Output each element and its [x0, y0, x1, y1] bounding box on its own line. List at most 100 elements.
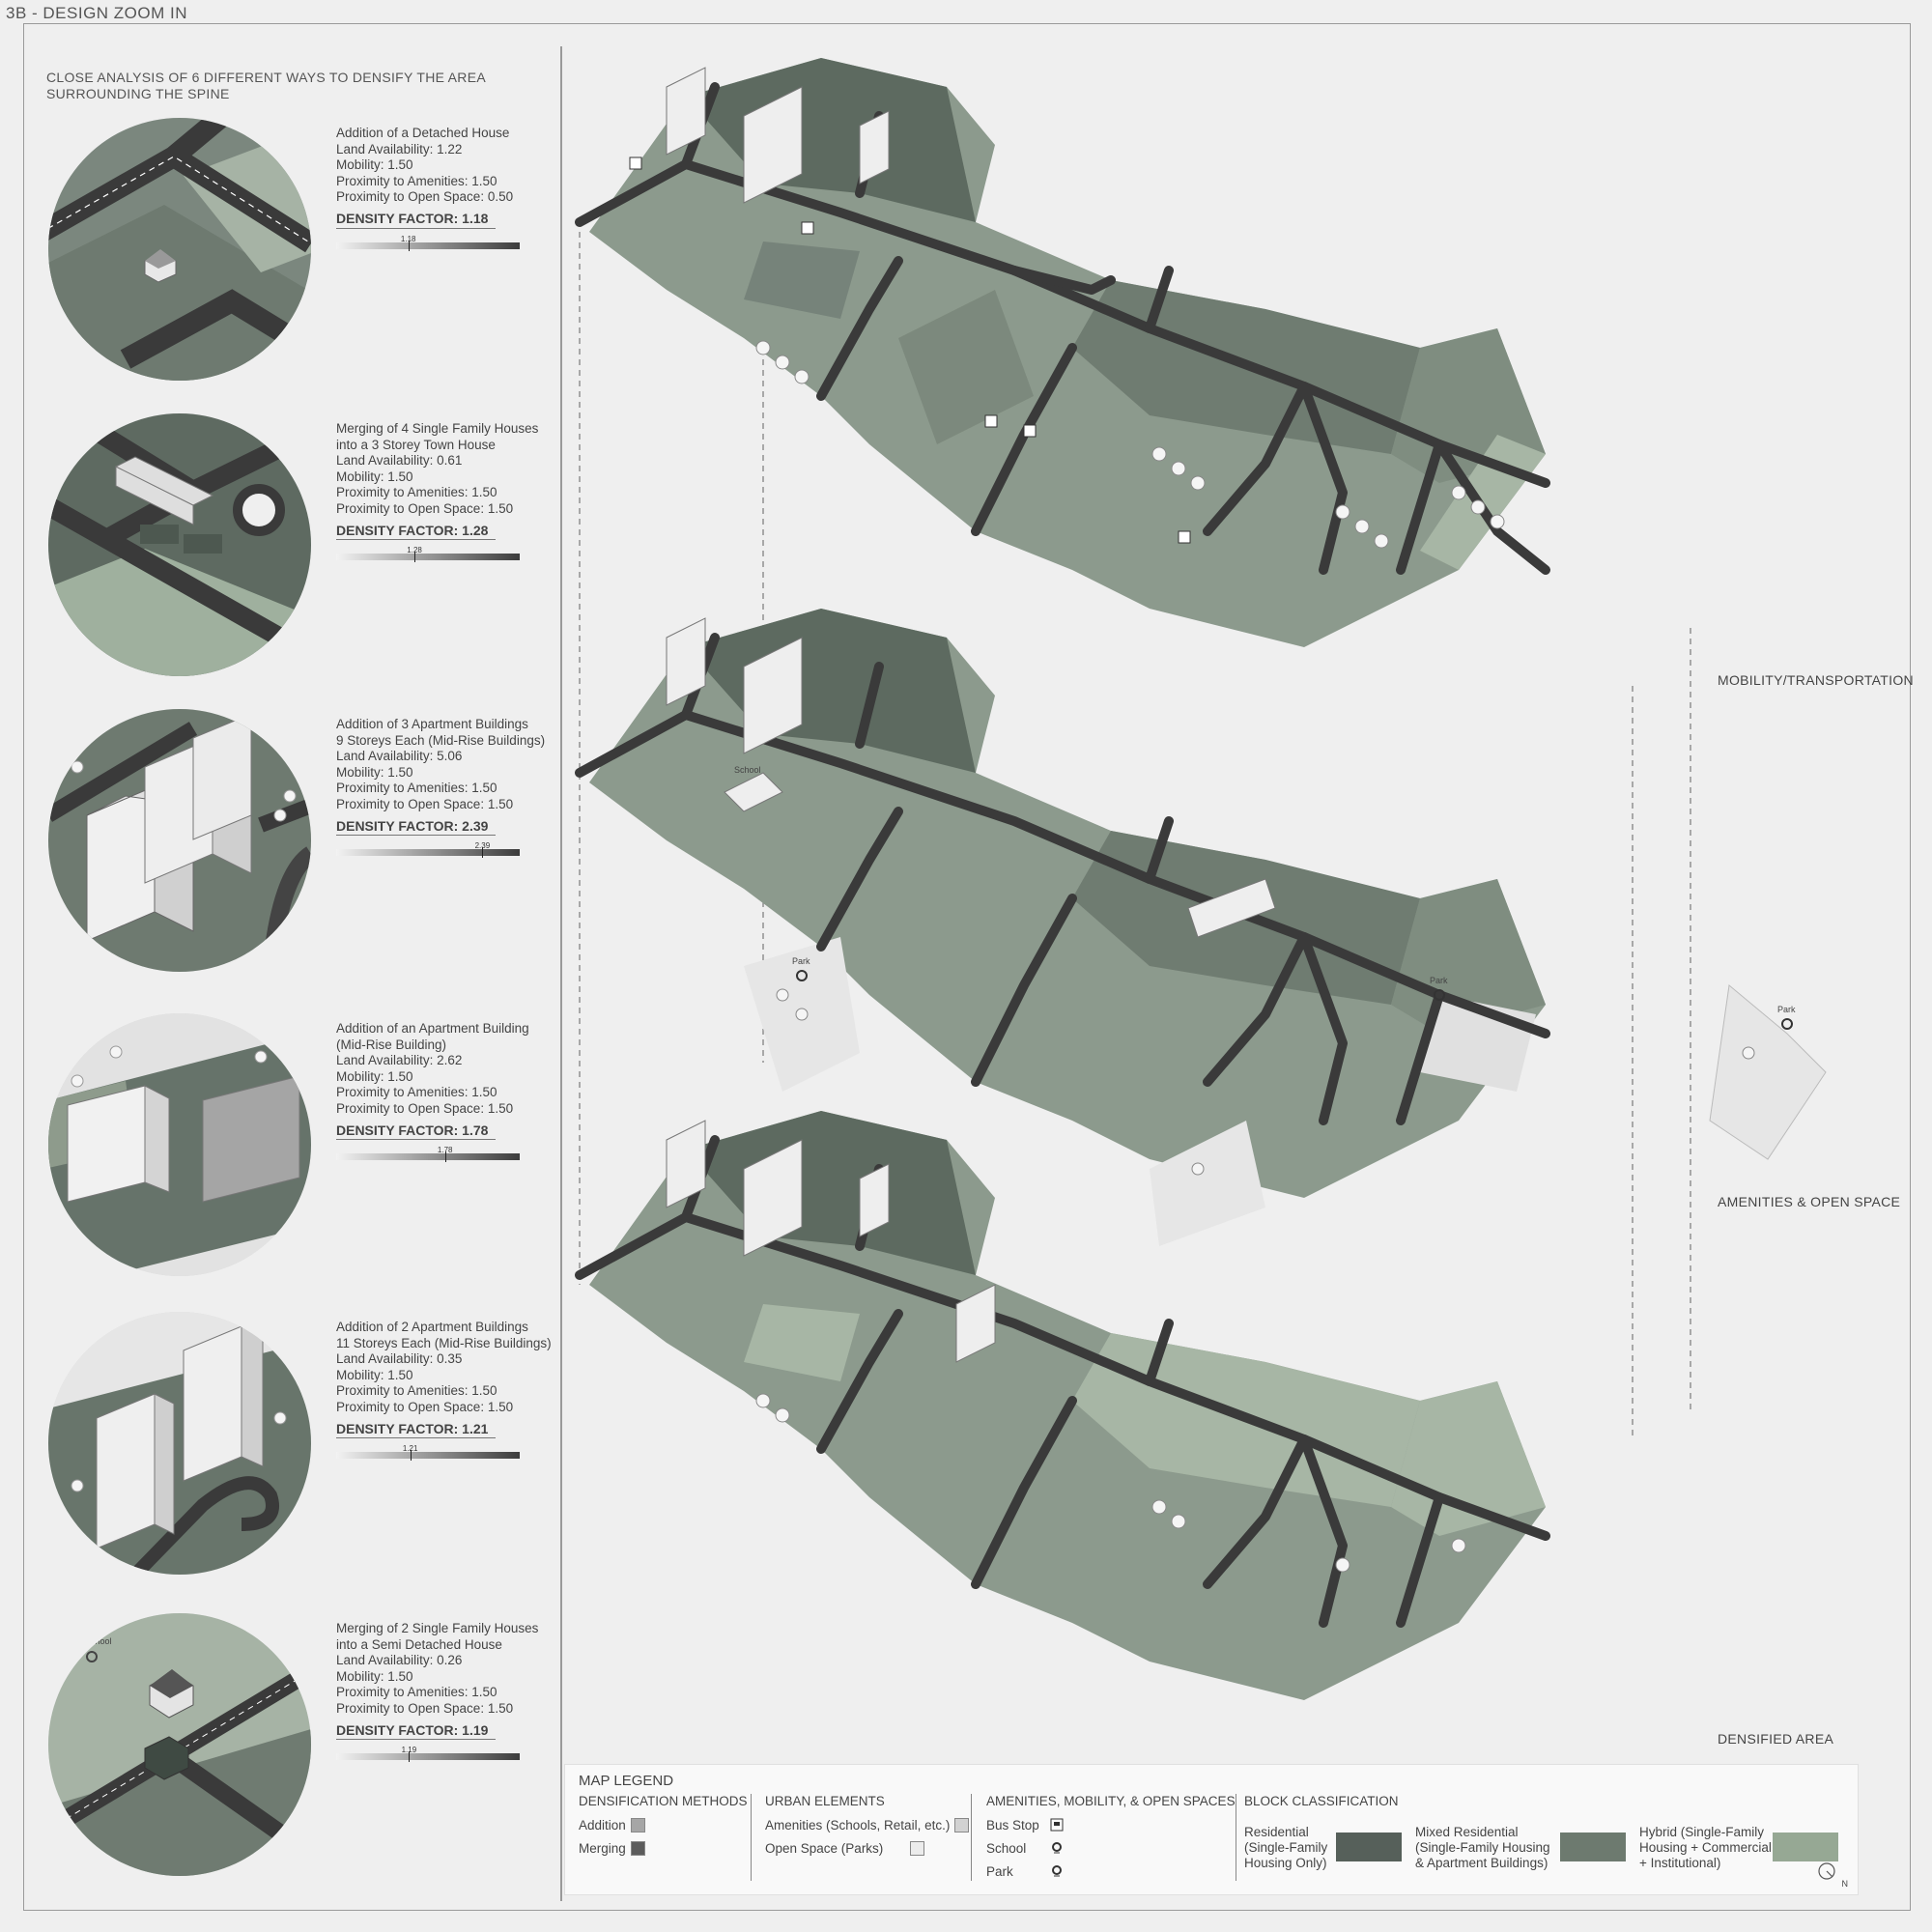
- mobility: Mobility: 1.50: [336, 157, 413, 173]
- method-title: 9 Storeys Each (Mid-Rise Buildings): [336, 732, 546, 748]
- legend-label: Mixed Residential: [1415, 1825, 1519, 1839]
- land-availability: Land Availability: 0.35: [336, 1351, 463, 1367]
- density-gauge: 2.39: [336, 839, 520, 859]
- intro-text: CLOSE ANALYSIS OF 6 DIFFERENT WAYS TO DE…: [46, 70, 486, 101]
- legend-hybrid: Hybrid (Single-Family Housing + Commerci…: [1639, 1825, 1772, 1871]
- mobility: Mobility: 1.50: [336, 1367, 413, 1382]
- legend-label: Addition: [579, 1817, 626, 1833]
- method-item-detached-house: Addition of a Detached House Land Availa…: [0, 118, 560, 398]
- mixed-swatch: [1560, 1833, 1626, 1861]
- method-title: Merging of 2 Single Family Houses: [336, 1621, 539, 1635]
- legend-header: AMENITIES, MOBILITY, & OPEN SPACES: [986, 1794, 1236, 1808]
- density-gauge: 1.28: [336, 544, 520, 563]
- tree-cluster: [755, 340, 1505, 549]
- density-gauge: 1.78: [336, 1144, 520, 1163]
- method-title: Addition of a Detached House: [336, 126, 510, 140]
- legend-header: DENSIFICATION METHODS: [579, 1794, 748, 1808]
- density-factor: DENSITY FACTOR: 2.39: [336, 818, 496, 837]
- method-illustration: [48, 1013, 311, 1276]
- legend-row-merging: Merging: [579, 1836, 748, 1860]
- layer-densified: [575, 1111, 1550, 1700]
- gauge-bar: [336, 242, 520, 249]
- gauge-tick: [410, 1450, 412, 1462]
- gauge-label: 1.78: [437, 1146, 453, 1155]
- legend-block: BLOCK CLASSIFICATION: [1244, 1794, 1399, 1813]
- panel-frame: [23, 23, 1911, 1911]
- legend-label: School: [986, 1840, 1027, 1856]
- method-illustration: [48, 118, 311, 381]
- park-label: Park: [1430, 976, 1448, 985]
- gauge-tick: [444, 1151, 446, 1163]
- layer-label-amenities: AMENITIES & OPEN SPACE: [1718, 1194, 1901, 1209]
- method-item-apartment-9-storey: Addition of 3 Apartment Buildings 9 Stor…: [0, 709, 560, 989]
- gauge-tick: [482, 847, 484, 859]
- panel-divider: [560, 46, 562, 1901]
- legend-ams: AMENITIES, MOBILITY, & OPEN SPACES Bus S…: [986, 1794, 1236, 1883]
- method-illustration: [48, 1312, 311, 1575]
- park-marker-icon: [1052, 1865, 1062, 1877]
- legend-header: URBAN ELEMENTS: [765, 1794, 885, 1808]
- method-title: 11 Storeys Each (Mid-Rise Buildings): [336, 1335, 552, 1350]
- layer-amenities: Park Park Park School: [575, 609, 1827, 1246]
- legend-row-amenities: Amenities (Schools, Retail, etc.): [765, 1813, 970, 1836]
- park-label: Park: [792, 956, 810, 966]
- legend-urban: URBAN ELEMENTS Amenities (Schools, Retai…: [765, 1794, 970, 1860]
- gauge-label: 1.19: [401, 1746, 417, 1755]
- legend-row-park: Park: [986, 1860, 1236, 1883]
- method-title: Addition of an Apartment Building: [336, 1021, 529, 1036]
- legend-label: Park: [986, 1863, 1013, 1879]
- school-marker-label: School: [85, 1636, 112, 1646]
- proximity-amenities: Proximity to Amenities: 1.50: [336, 485, 497, 500]
- proximity-amenities: Proximity to Amenities: 1.50: [336, 1383, 497, 1399]
- method-illustration: [48, 413, 311, 676]
- layer-mobility: [575, 58, 1550, 647]
- method-title: Addition of 2 Apartment Buildings: [336, 1320, 528, 1334]
- legend-separator: [971, 1794, 972, 1881]
- density-gauge: 1.18: [336, 233, 520, 252]
- method-illustration: [48, 709, 311, 972]
- legend-label: Residential: [1244, 1825, 1309, 1839]
- legend-row-school: School: [986, 1836, 1236, 1860]
- proximity-open-space: Proximity to Open Space: 1.50: [336, 500, 514, 516]
- density-gauge: 1.19: [336, 1744, 520, 1763]
- gauge-label: 1.21: [402, 1444, 418, 1454]
- method-info: Merging of 2 Single Family Houses into a…: [336, 1621, 568, 1763]
- mobility: Mobility: 1.50: [336, 1068, 413, 1084]
- density-factor: DENSITY FACTOR: 1.28: [336, 523, 496, 541]
- method-title: into a Semi Detached House: [336, 1636, 502, 1652]
- method-info: Addition of an Apartment Building (Mid-R…: [336, 1021, 568, 1163]
- gauge-bar: [336, 849, 520, 857]
- school-label: School: [734, 765, 761, 775]
- bus-stop-icon: [1050, 1818, 1064, 1832]
- legend-label: Amenities (Schools, Retail, etc.): [765, 1817, 951, 1833]
- land-availability: Land Availability: 0.26: [336, 1653, 463, 1668]
- legend-label: Hybrid (Single-Family: [1639, 1825, 1765, 1839]
- gauge-label: 1.28: [407, 546, 422, 555]
- legend-label: + Institutional): [1639, 1856, 1721, 1870]
- legend-label: (Single-Family: [1244, 1840, 1328, 1855]
- gauge-tick: [409, 1751, 411, 1763]
- method-item-apartment-building: Addition of an Apartment Building (Mid-R…: [0, 1013, 560, 1293]
- page-label: 3B - DESIGN ZOOM IN: [6, 4, 188, 22]
- layer-label-densified: DENSIFIED AREA: [1718, 1731, 1834, 1747]
- gauge-bar: [336, 1452, 520, 1460]
- legend-separator: [751, 1794, 752, 1881]
- park-label: Park: [1777, 1005, 1796, 1014]
- residential-swatch: [1336, 1833, 1402, 1861]
- proximity-open-space: Proximity to Open Space: 0.50: [336, 189, 514, 205]
- layer-label-mobility: MOBILITY/TRANSPORTATION: [1718, 672, 1914, 688]
- density-factor: DENSITY FACTOR: 1.19: [336, 1722, 496, 1741]
- method-info: Addition of 2 Apartment Buildings 11 Sto…: [336, 1320, 568, 1462]
- density-factor: DENSITY FACTOR: 1.21: [336, 1421, 496, 1439]
- amenities-swatch: [954, 1817, 970, 1833]
- bus-stop-icon: [629, 156, 1191, 544]
- land-availability: Land Availability: 5.06: [336, 749, 463, 764]
- gauge-bar: [336, 1153, 520, 1161]
- legend-label: Bus Stop: [986, 1817, 1039, 1833]
- north-label: N: [1841, 1879, 1849, 1889]
- proximity-amenities: Proximity to Amenities: 1.50: [336, 1085, 497, 1100]
- mobility: Mobility: 1.50: [336, 469, 413, 484]
- method-item-semi-detached: School Merging of 2 Single Family Houses…: [0, 1613, 560, 1893]
- proximity-amenities: Proximity to Amenities: 1.50: [336, 1685, 497, 1700]
- legend-label: Housing Only): [1244, 1856, 1327, 1870]
